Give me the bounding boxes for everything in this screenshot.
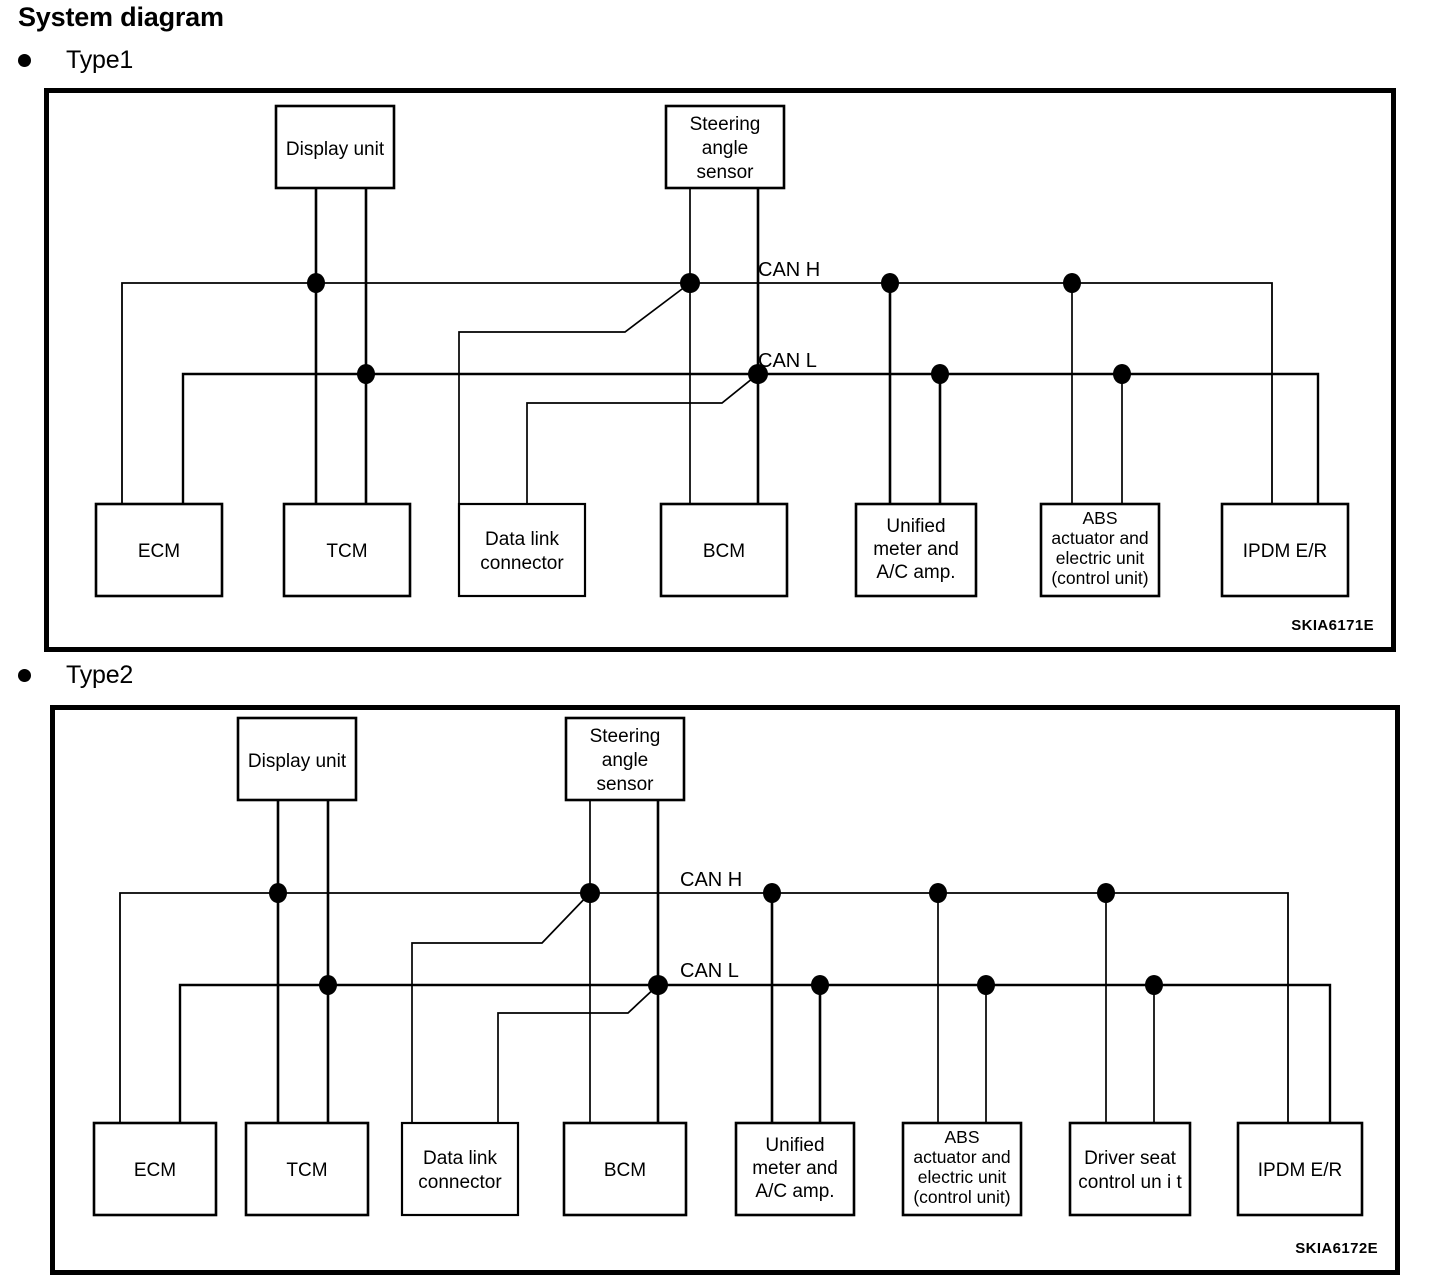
bus-label-can-l: CAN L bbox=[758, 350, 817, 372]
unit-data-link-connector: Data link connector bbox=[400, 1121, 520, 1217]
junction-dot bbox=[1145, 975, 1163, 995]
junction-dot bbox=[931, 364, 949, 384]
unit-label: (control unit) bbox=[913, 1187, 1010, 1207]
bullet-icon bbox=[18, 669, 31, 682]
unit-label: ECM bbox=[134, 1160, 176, 1181]
unit-tcm: TCM bbox=[282, 502, 412, 598]
junction-dot bbox=[580, 883, 600, 903]
unit-label: Unified bbox=[886, 516, 945, 537]
unit-label: electric unit bbox=[918, 1167, 1007, 1187]
unit-abs-actuator-and-electric-unit: ABS actuator and electric unit (control … bbox=[1039, 502, 1161, 598]
unit-label: angle bbox=[602, 750, 649, 771]
unit-label: (control unit) bbox=[1051, 568, 1148, 588]
unit-label: sensor bbox=[696, 162, 754, 183]
unit-tcm: TCM bbox=[244, 1121, 370, 1217]
section-label-type1: Type1 bbox=[66, 46, 134, 74]
unit-driver-seat-control-unit: Driver seat control un i t bbox=[1068, 1121, 1192, 1217]
unit-label: ECM bbox=[138, 541, 180, 562]
unit-label: IPDM E/R bbox=[1243, 541, 1327, 562]
unit-steering-angle-sensor: Steering angle sensor bbox=[564, 716, 686, 802]
junction-dot bbox=[357, 364, 375, 384]
junction-dot bbox=[307, 273, 325, 293]
bullet-icon bbox=[18, 54, 31, 67]
unit-label: Driver seat bbox=[1084, 1148, 1177, 1169]
bus-label-can-h: CAN H bbox=[758, 259, 820, 281]
unit-label: meter and bbox=[752, 1158, 838, 1179]
unit-label: Data link bbox=[423, 1148, 497, 1169]
unit-label: Steering bbox=[590, 726, 661, 747]
unit-label: BCM bbox=[604, 1160, 646, 1181]
junction-dot bbox=[1097, 883, 1115, 903]
unit-bcm: BCM bbox=[659, 502, 789, 598]
unit-label: actuator and bbox=[913, 1147, 1010, 1167]
unit-display-unit: Display unit bbox=[274, 104, 396, 190]
junction-dot bbox=[763, 883, 781, 903]
unit-abs-actuator-and-electric-unit: ABS actuator and electric unit (control … bbox=[901, 1121, 1023, 1217]
unit-label: actuator and bbox=[1051, 528, 1148, 548]
page-title: System diagram bbox=[18, 2, 224, 32]
unit-unified-meter-and-ac-amp: Unified meter and A/C amp. bbox=[734, 1121, 856, 1217]
unit-ipdm-er: IPDM E/R bbox=[1236, 1121, 1364, 1217]
junction-dot bbox=[977, 975, 995, 995]
unit-label: A/C amp. bbox=[755, 1181, 834, 1202]
junction-dot bbox=[929, 883, 947, 903]
unit-unified-meter-and-ac-amp: Unified meter and A/C amp. bbox=[854, 502, 978, 598]
section-label-type2: Type2 bbox=[66, 661, 134, 689]
unit-steering-angle-sensor: Steering angle sensor bbox=[664, 104, 786, 190]
junction-dot bbox=[319, 975, 337, 995]
unit-data-link-connector: Data link connector bbox=[457, 502, 587, 598]
bus-label-can-h: CAN H bbox=[680, 869, 742, 891]
section-heading-type1: Type1 bbox=[0, 46, 133, 75]
unit-bcm: BCM bbox=[562, 1121, 688, 1217]
unit-label: sensor bbox=[596, 774, 654, 795]
unit-label: Display unit bbox=[286, 139, 385, 160]
unit-label: angle bbox=[702, 138, 749, 159]
section-heading-type2: Type2 bbox=[0, 661, 133, 690]
junction-dot bbox=[881, 273, 899, 293]
unit-label: IPDM E/R bbox=[1258, 1160, 1342, 1181]
unit-ecm: ECM bbox=[92, 1121, 218, 1217]
unit-display-unit: Display unit bbox=[236, 716, 358, 802]
junction-dot bbox=[811, 975, 829, 995]
junction-dot bbox=[680, 273, 700, 293]
diagram-code-label: SKIA6171E bbox=[1291, 617, 1374, 634]
unit-label: meter and bbox=[873, 539, 959, 560]
unit-label: ABS bbox=[1082, 508, 1117, 528]
junction-dot bbox=[1063, 273, 1081, 293]
unit-label: electric unit bbox=[1056, 548, 1145, 568]
unit-ipdm-er: IPDM E/R bbox=[1220, 502, 1350, 598]
unit-ecm: ECM bbox=[94, 502, 224, 598]
unit-label: BCM bbox=[703, 541, 745, 562]
junction-dot bbox=[648, 975, 668, 995]
unit-label: connector bbox=[480, 553, 564, 574]
diagram-type2: CAN H CAN L Display unit Steering angle … bbox=[50, 705, 1400, 1275]
junction-dot bbox=[1113, 364, 1131, 384]
unit-label: TCM bbox=[326, 541, 367, 562]
unit-label: connector bbox=[418, 1172, 502, 1193]
unit-label: Data link bbox=[485, 529, 559, 550]
bus-label-can-l: CAN L bbox=[680, 960, 739, 982]
junction-dot bbox=[748, 364, 768, 384]
unit-label: ABS bbox=[944, 1127, 979, 1147]
junction-dot bbox=[269, 883, 287, 903]
unit-label: Steering bbox=[690, 114, 761, 135]
diagram-code-label: SKIA6172E bbox=[1295, 1240, 1378, 1257]
diagram-type1: CAN H CAN L Display unit Steering angle … bbox=[44, 88, 1396, 652]
unit-label: TCM bbox=[286, 1160, 327, 1181]
unit-label: Display unit bbox=[248, 751, 347, 772]
unit-label: Unified bbox=[765, 1135, 824, 1156]
unit-label: A/C amp. bbox=[876, 562, 955, 583]
unit-label: control un i t bbox=[1078, 1172, 1182, 1193]
